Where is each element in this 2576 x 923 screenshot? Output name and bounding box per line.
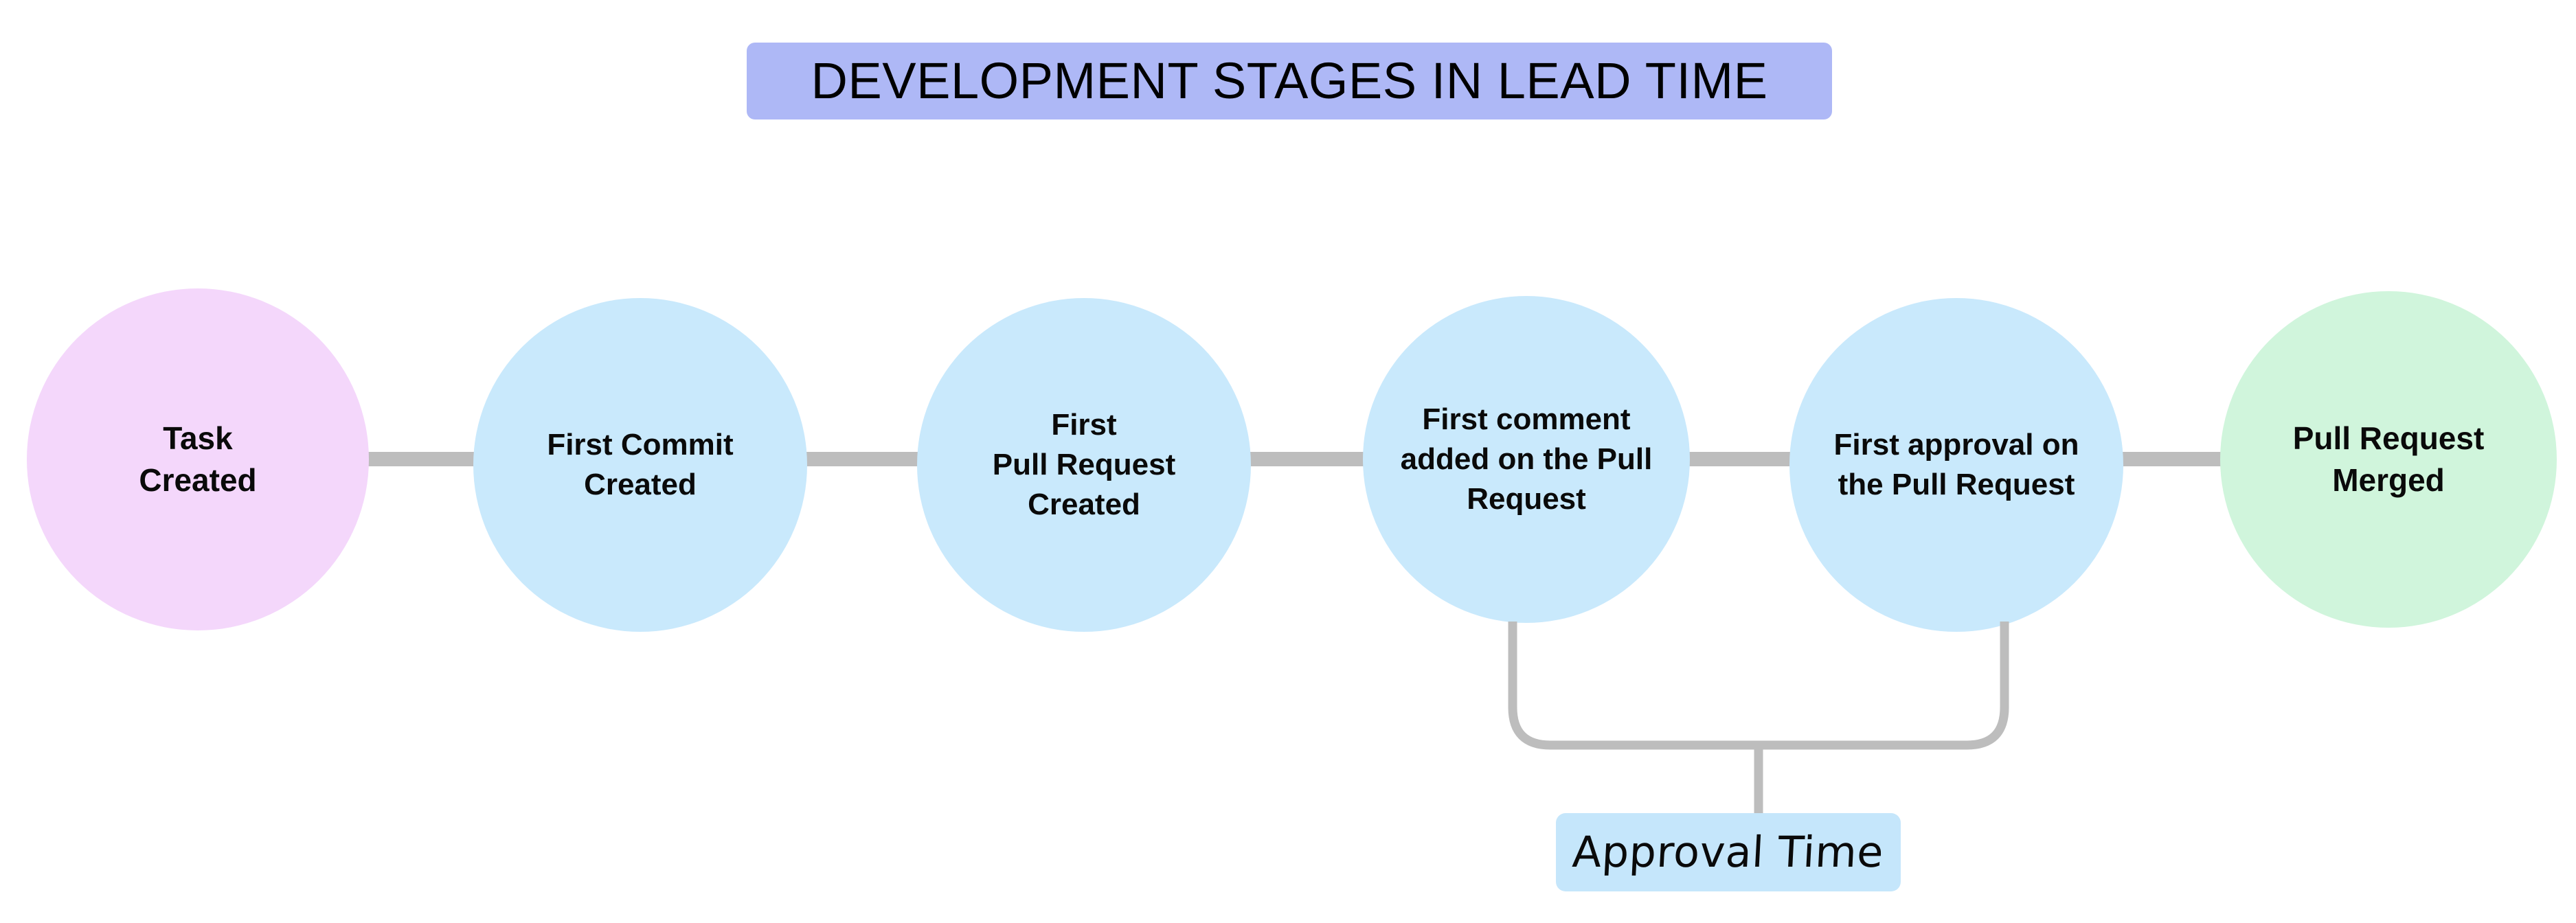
connector-task-to-first-commit bbox=[365, 452, 476, 466]
node-first-comment-on-pull-request[interactable]: First comment added on the Pull Request bbox=[1363, 296, 1690, 623]
approval-time-bracket bbox=[1508, 622, 2009, 814]
node-first-commit-created[interactable]: First Commit Created bbox=[473, 298, 807, 632]
node-label-pull-request-merged: Pull Request Merged bbox=[2292, 420, 2485, 498]
node-first-approval-on-pull-request[interactable]: First approval on the Pull Request bbox=[1789, 298, 2123, 632]
connector-first-pr-to-first-comment bbox=[1249, 452, 1366, 466]
approval-time-text: Approval Time bbox=[1571, 827, 1886, 877]
approval-time-label: Approval Time bbox=[1556, 813, 1901, 891]
node-task-created[interactable]: Task Created bbox=[27, 288, 369, 630]
node-label-first-comment-on-pull-request: First comment added on the Pull Request bbox=[1400, 402, 1653, 516]
node-label-task-created: Task Created bbox=[139, 420, 257, 498]
node-label-first-approval-on-pull-request: First approval on the Pull Request bbox=[1833, 427, 2079, 501]
connector-first-commit-to-first-pr bbox=[805, 452, 919, 466]
diagram-title-banner: DEVELOPMENT STAGES IN LEAD TIME bbox=[747, 43, 1832, 119]
node-first-pull-request-created[interactable]: First Pull Request Created bbox=[917, 298, 1251, 632]
connector-first-comment-to-first-approval bbox=[1687, 452, 1792, 466]
node-pull-request-merged[interactable]: Pull Request Merged bbox=[2220, 291, 2557, 628]
node-label-first-pull-request-created: First Pull Request Created bbox=[992, 407, 1176, 522]
page-title: DEVELOPMENT STAGES IN LEAD TIME bbox=[811, 52, 1768, 109]
bracket-curve bbox=[1508, 622, 2009, 750]
node-label-first-commit-created: First Commit Created bbox=[547, 427, 734, 501]
connector-first-approval-to-merged bbox=[2121, 452, 2224, 466]
